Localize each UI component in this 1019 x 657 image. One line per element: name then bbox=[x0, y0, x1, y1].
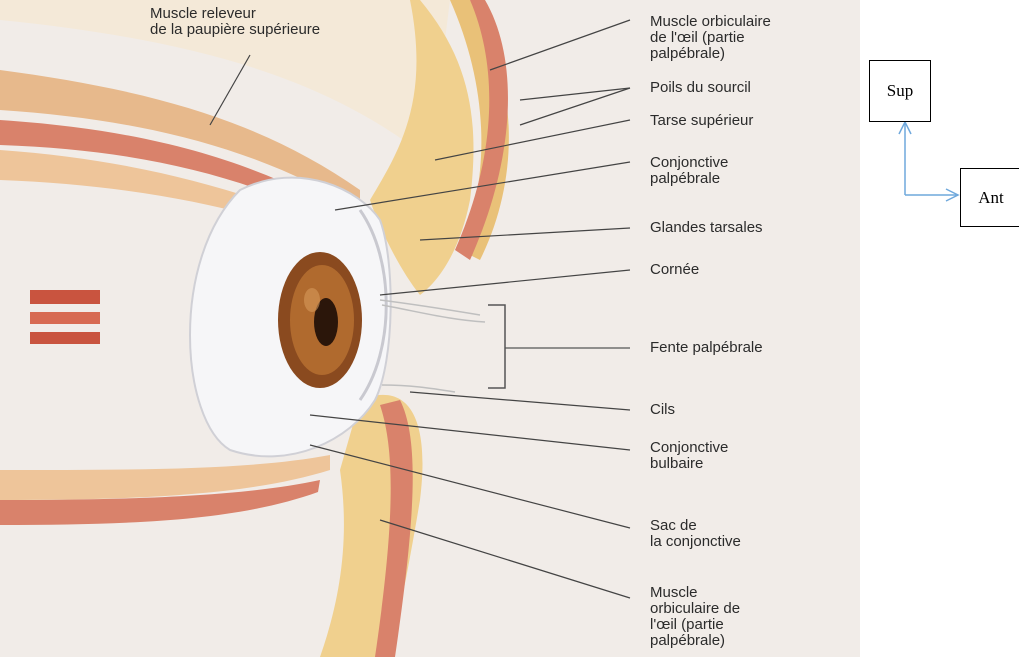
label-muscle-releveur: Muscle releveur de la paupière supérieur… bbox=[150, 6, 320, 38]
label-poils-sourcil: Poils du sourcil bbox=[650, 80, 751, 96]
anatomy-drawing bbox=[0, 0, 860, 657]
label-cornee: Cornée bbox=[650, 262, 699, 278]
label-conjonctive-palpebrale: Conjonctive palpébrale bbox=[650, 155, 728, 187]
orientation-sup-box: Sup bbox=[869, 60, 931, 122]
eyelid-anatomy-illustration: Muscle releveur de la paupière supérieur… bbox=[0, 0, 860, 657]
label-sac-conjonctive: Sac de la conjonctive bbox=[650, 518, 741, 550]
label-glandes-tarsales: Glandes tarsales bbox=[650, 220, 763, 236]
label-orbiculaire-superior: Muscle orbiculaire de l'œil (partie palp… bbox=[650, 14, 771, 62]
label-cils: Cils bbox=[650, 402, 675, 418]
label-fente-palpebrale: Fente palpébrale bbox=[650, 340, 763, 356]
label-orbiculaire-inferior: Muscle orbiculaire de l'œil (partie palp… bbox=[650, 585, 740, 649]
label-tarse-superieur: Tarse supérieur bbox=[650, 113, 753, 129]
label-conjonctive-bulbaire: Conjonctive bulbaire bbox=[650, 440, 728, 472]
orientation-ant-box: Ant bbox=[960, 168, 1019, 227]
